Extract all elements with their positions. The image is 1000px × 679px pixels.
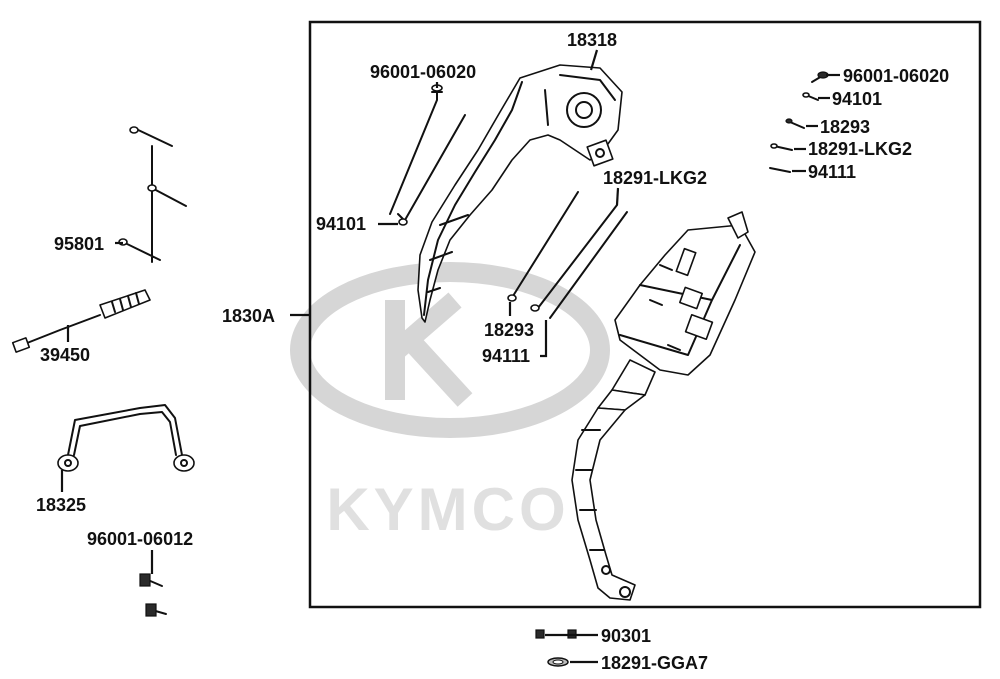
stud-set-95801	[118, 126, 187, 263]
label-1830a: 1830A	[222, 306, 275, 326]
label-90301: 90301	[601, 626, 651, 646]
label-18293-kit: 18293	[820, 117, 870, 137]
label-94111-kit: 94111	[808, 162, 856, 182]
clamp-18291-lkg2-main	[530, 204, 618, 312]
label-94101-kit: 94101	[832, 89, 882, 109]
muffler-part	[571, 211, 756, 601]
kit-bolt-96001-06020	[811, 71, 829, 83]
kit-strap-94101	[802, 92, 819, 101]
bracket-18325	[57, 404, 195, 472]
leader-94111-main	[540, 320, 548, 358]
label-95801: 95801	[54, 234, 104, 254]
label-96001-06020-main: 96001-06020	[370, 62, 476, 82]
label-94101-main: 94101	[316, 214, 366, 234]
strap-94101-main	[397, 114, 466, 226]
label-18318: 18318	[567, 30, 617, 50]
kymco-watermark: KYMCO	[290, 262, 610, 543]
leader-18318	[589, 49, 599, 71]
kit-clamp-18291-lkg2	[770, 143, 793, 151]
bolt-96001-06012	[139, 573, 167, 617]
gasket-18291-gga7	[547, 657, 569, 667]
clamp-94111-main	[549, 211, 628, 319]
label-18291-lkg2-kit: 18291-LKG2	[808, 139, 912, 159]
label-39450: 39450	[40, 345, 90, 365]
watermark-text: KYMCO	[326, 476, 569, 543]
o2-sensor-39450	[11, 289, 151, 353]
leader-18291-lkg2-main	[615, 187, 620, 206]
kit-clamp-18293	[785, 118, 805, 129]
heat-shield-part	[417, 64, 623, 323]
clamp-18293-main	[507, 191, 579, 302]
label-18291-gga7: 18291-GGA7	[601, 653, 708, 673]
kit-clamp-94111	[769, 167, 791, 173]
label-18325: 18325	[36, 495, 86, 515]
label-96001-06012: 96001-06012	[87, 529, 193, 549]
bolt-96001-06020-main	[389, 84, 443, 215]
label-18291-lkg2-main: 18291-LKG2	[603, 168, 707, 188]
label-18293-main: 18293	[484, 320, 534, 340]
label-94111-main: 94111	[482, 346, 530, 366]
label-96001-06020-kit: 96001-06020	[843, 66, 949, 86]
